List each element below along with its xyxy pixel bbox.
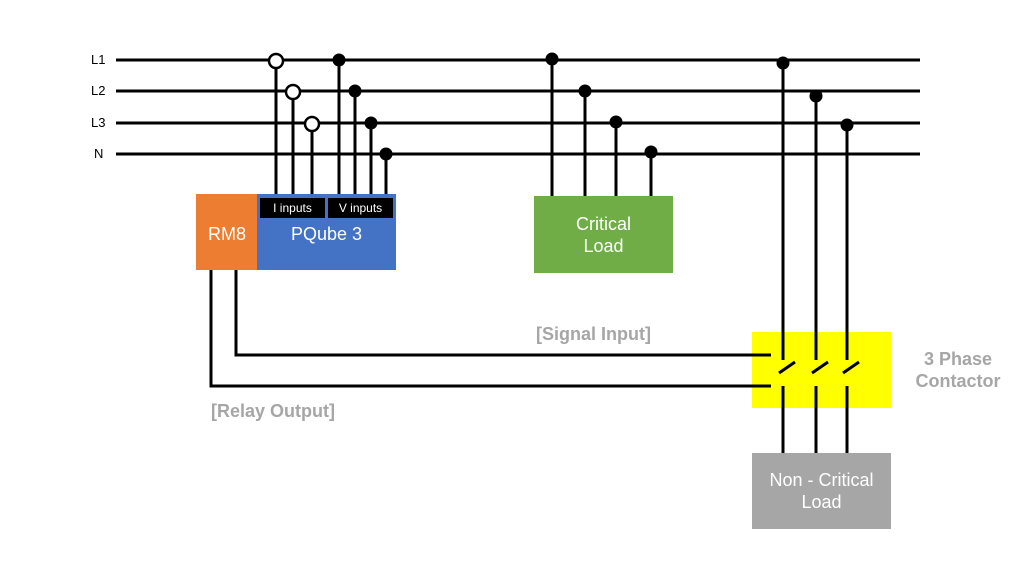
contactor-label: 3 Phase Contactor: [915, 349, 1001, 391]
rm8-label: RM8: [207, 224, 246, 244]
rm8-block: [196, 194, 258, 270]
line-label-l1: L1: [91, 52, 106, 67]
v-inputs-tag: V inputs: [328, 198, 393, 218]
relay-output-label: [Relay Output]: [211, 401, 335, 421]
critical-load-box: [534, 196, 673, 273]
ct-l3-icon: [303, 115, 321, 133]
critical-load-label: Critical Load: [575, 213, 631, 256]
pqube-label: PQube 3: [290, 224, 363, 244]
ct-l2-icon: [284, 83, 302, 101]
contactor-box: [752, 332, 891, 408]
ct-l1-icon: [267, 52, 285, 70]
line-label-l3: L3: [91, 115, 106, 130]
line-label-l2: L2: [91, 83, 106, 98]
line-label-n: N: [94, 146, 104, 161]
i-inputs-tag: I inputs: [260, 198, 325, 218]
signal-input-label: [Signal Input]: [536, 324, 651, 344]
non-critical-load-box: [752, 453, 891, 529]
non-critical-load-label: Non - Critical Load: [769, 470, 874, 512]
